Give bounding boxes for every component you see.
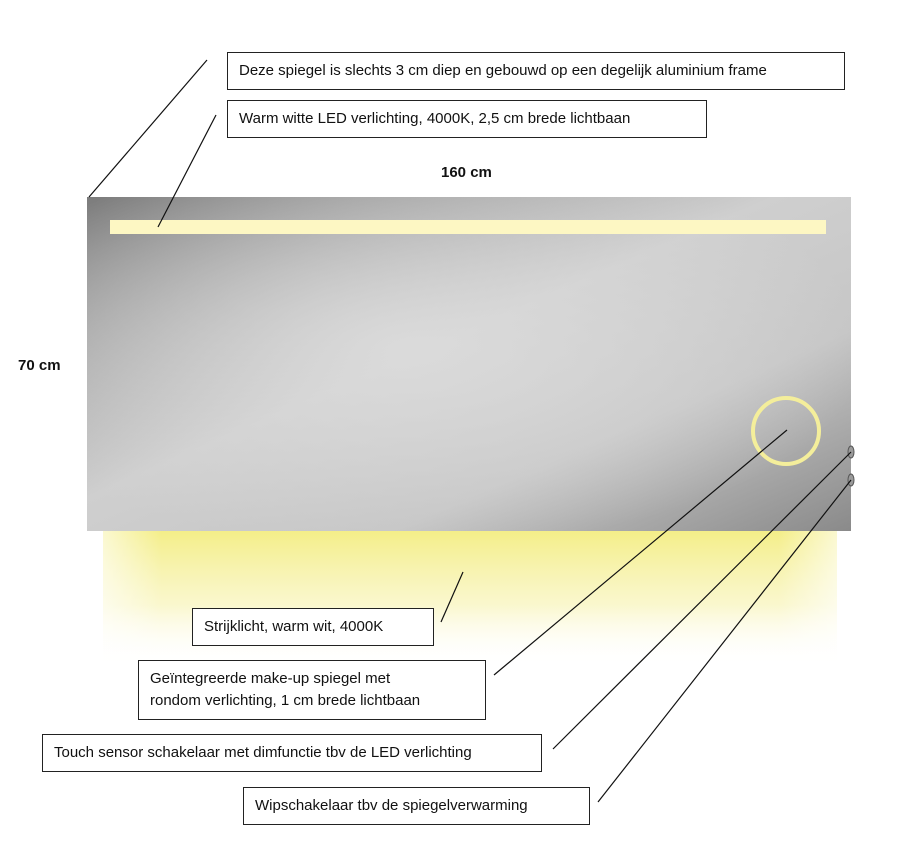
callout-frame: Deze spiegel is slechts 3 cm diep en geb…: [227, 52, 845, 90]
callout-wip-text: Wipschakelaar tbv de spiegelverwarming: [255, 797, 528, 814]
callout-led-text: Warm witte LED verlichting, 4000K, 2,5 c…: [239, 110, 631, 127]
callout-led: Warm witte LED verlichting, 4000K, 2,5 c…: [227, 100, 707, 138]
callout-strijklicht: Strijklicht, warm wit, 4000K: [192, 608, 434, 646]
touch-sensor-knob: [847, 445, 855, 459]
width-dimension-label: 160 cm: [441, 164, 492, 181]
callout-wip: Wipschakelaar tbv de spiegelverwarming: [243, 787, 590, 825]
callout-touch-text: Touch sensor schakelaar met dimfunctie t…: [54, 744, 472, 761]
callout-touch: Touch sensor schakelaar met dimfunctie t…: [42, 734, 542, 772]
callout-frame-text: Deze spiegel is slechts 3 cm diep en geb…: [239, 62, 767, 79]
callout-makeup-line1: Geïntegreerde make-up spiegel met: [150, 670, 391, 687]
callout-makeup-line2: rondom verlichting, 1 cm brede lichtbaan: [150, 692, 421, 709]
height-dimension-label: 70 cm: [18, 357, 61, 374]
led-strip: [110, 220, 826, 234]
callout-strijklicht-text: Strijklicht, warm wit, 4000K: [204, 618, 384, 635]
wipschakelaar-knob: [847, 473, 855, 487]
callout-makeup: Geïntegreerde make-up spiegel met rondom…: [138, 660, 486, 720]
